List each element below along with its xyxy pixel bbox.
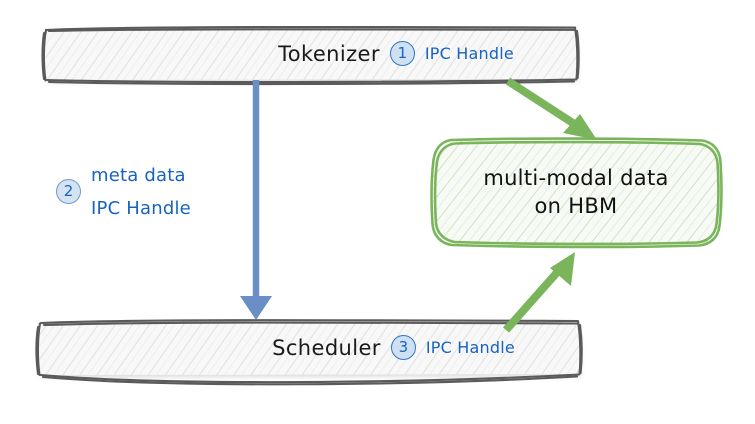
tokenizer-node[interactable] (45, 28, 577, 80)
edge-tokenizer-to-hbm (505, 77, 597, 140)
hbm-node-outline (430, 137, 723, 249)
edge-tokenizer-to-scheduler (240, 80, 272, 320)
scheduler-node-outline (35, 319, 583, 386)
tokenizer-node-outline (41, 25, 580, 86)
hbm-node[interactable] (433, 141, 719, 244)
scheduler-node[interactable] (39, 321, 580, 375)
edge-scheduler-to-hbm (503, 252, 575, 333)
